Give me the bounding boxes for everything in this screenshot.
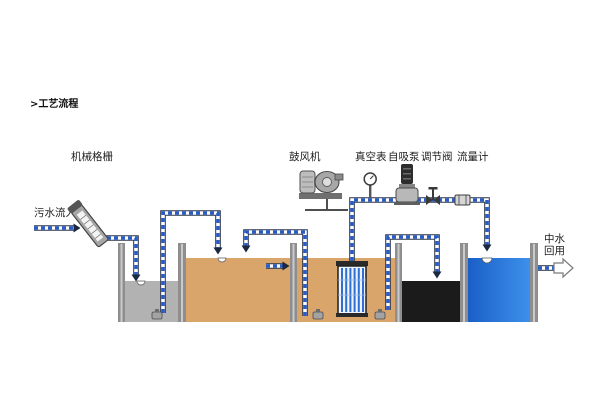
outlet-arrow-icon [553, 257, 574, 279]
pipe-to-sludge-tank-pipe-dash [386, 235, 439, 310]
label-reclaimed-water-line1: 中水 [544, 232, 565, 245]
pipe-network [34, 197, 554, 316]
water-level-marker [136, 280, 146, 286]
pipe-screen-to-tank1-arrowhead [131, 274, 141, 282]
air-supply-line [305, 199, 348, 211]
label-blower: 鼓风机 [289, 150, 321, 163]
pipe-tank1-to-bio-tank-pipe-dash [161, 211, 220, 313]
water-level-marker [481, 257, 493, 264]
water-screen-tank [125, 281, 178, 322]
labels: 机械格栅 鼓风机 真空表 自吸泵 调节阀 流量计 污水流入 中水 回用 [34, 150, 565, 257]
pipe-tank1-to-bio-tank [160, 210, 223, 313]
pipe-screen-to-tank1 [100, 235, 141, 282]
submersible-pump-icon [374, 309, 386, 320]
vacuum-gauge-icon [363, 172, 377, 198]
regulating-valve-icon [426, 187, 440, 205]
water-clean-tank [468, 258, 530, 322]
tank-wall-highlight [181, 244, 183, 322]
pipe-return-flow-arrowhead [241, 245, 251, 253]
pipe-sewage-inflow-arrowhead [73, 223, 81, 233]
self-priming-pump-icon [394, 164, 420, 205]
pipe-membrane-permeate-arrowhead [482, 244, 492, 252]
tank-walls [118, 243, 538, 322]
tank-wall-highlight [120, 244, 123, 322]
label-reclaimed-water-line2: 回用 [544, 245, 565, 257]
tank-wall-highlight [397, 244, 400, 322]
pipe-sewage-inflow [34, 223, 81, 233]
submersible-pump-icon [151, 309, 163, 320]
water-level-marker [217, 257, 227, 263]
label-sewage-inflow: 污水流入 [34, 206, 76, 219]
pipe-internal-flow [266, 261, 290, 271]
tank-wall-highlight [292, 244, 295, 322]
label-vacuum-gauge: 真空表 [355, 150, 387, 163]
pipe-return-flow-pipe-dash [244, 230, 307, 316]
pipe-tank1-to-bio-tank-arrowhead [213, 247, 223, 255]
pipe-to-sludge-tank-arrowhead [432, 271, 442, 279]
pipe-membrane-permeate-pipe-dash [350, 198, 489, 261]
pipe-to-sludge-tank [385, 234, 442, 310]
pipe-screen-to-tank1-pipe-dash [100, 236, 138, 277]
label-flowmeter: 流量计 [457, 150, 489, 163]
submersible-pump-icon [312, 309, 324, 320]
tank-wall-highlight [533, 244, 535, 322]
pipe-membrane-permeate [349, 197, 492, 261]
pipe-internal-flow-arrowhead [282, 261, 290, 271]
flowmeter-icon [454, 194, 471, 206]
pipe-return-flow [241, 229, 308, 316]
label-mechanical-screen: 机械格栅 [71, 150, 113, 163]
tank-wall-highlight [463, 244, 465, 322]
membrane-module-icon [336, 261, 368, 317]
mechanical-screen-icon [67, 200, 109, 248]
blower-icon [299, 170, 344, 199]
label-regulating-valve: 调节阀 [421, 150, 453, 163]
label-self-priming-pump: 自吸泵 [388, 150, 420, 163]
water-level-markers [136, 257, 493, 286]
section-title: >工艺流程 [30, 97, 78, 110]
water-sludge-tank [402, 281, 460, 322]
